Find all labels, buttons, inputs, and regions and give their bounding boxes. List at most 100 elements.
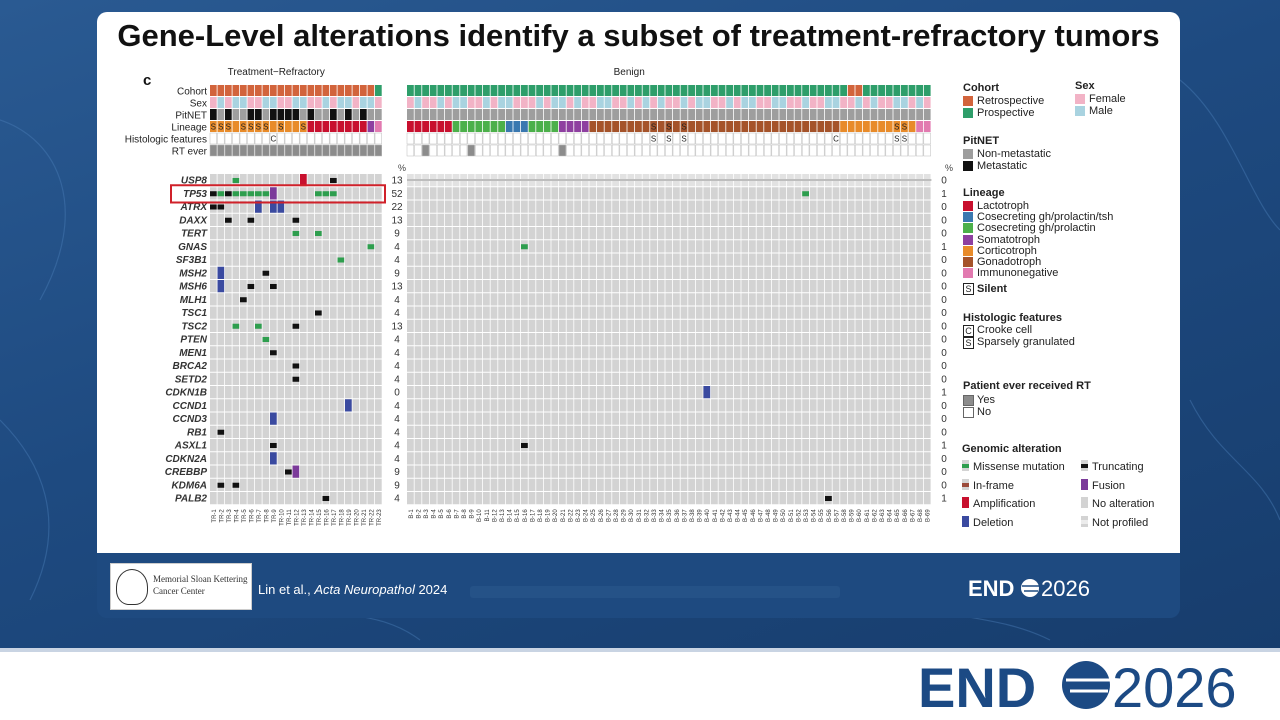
- legend-item: Truncating: [1092, 461, 1144, 473]
- no-alteration-cell: [908, 425, 916, 438]
- rt-cell: [437, 144, 445, 157]
- no-alteration-cell: [604, 412, 612, 425]
- no-alteration-cell: [733, 266, 741, 279]
- no-alteration-cell: [901, 293, 908, 306]
- missense-mark: [367, 244, 375, 250]
- no-alteration-cell: [673, 439, 680, 452]
- no-alteration-cell: [352, 399, 360, 412]
- no-alteration-cell: [855, 465, 863, 478]
- no-alteration-cell: [414, 187, 422, 200]
- no-alteration-cell: [809, 200, 817, 213]
- no-alteration-cell: [270, 492, 277, 505]
- pitnet-cell: [787, 109, 794, 120]
- no-alteration-cell: [521, 200, 528, 213]
- gene-label: RB1: [187, 427, 207, 438]
- no-alteration-cell: [437, 333, 445, 346]
- no-alteration-cell: [718, 359, 726, 372]
- sex-cell: [217, 97, 225, 108]
- no-alteration-cell: [292, 346, 300, 359]
- no-alteration-cell: [277, 319, 285, 332]
- no-alteration-cell: [787, 399, 794, 412]
- no-alteration-cell: [352, 346, 360, 359]
- no-alteration-cell: [635, 492, 642, 505]
- no-alteration-cell: [240, 399, 247, 412]
- rt-cell: [232, 144, 240, 157]
- no-alteration-cell: [467, 306, 475, 319]
- cohort-cell: [741, 85, 749, 96]
- no-alteration-cell: [559, 359, 566, 372]
- tr-sample-label: TR-17: [332, 509, 338, 526]
- no-alteration-cell: [232, 227, 240, 240]
- no-alteration-cell: [521, 478, 528, 491]
- no-alteration-cell: [292, 399, 300, 412]
- no-alteration-cell: [589, 280, 597, 293]
- no-alteration-cell: [657, 412, 665, 425]
- no-alteration-cell: [536, 346, 543, 359]
- histo-cell: [209, 132, 217, 145]
- no-alteration-cell: [322, 240, 330, 253]
- cohort-cell: [217, 85, 225, 96]
- no-alteration-cell: [407, 227, 414, 240]
- no-alteration-cell: [240, 227, 247, 240]
- no-alteration-cell: [505, 213, 513, 226]
- histo-cell: [535, 132, 544, 145]
- sex-cell: [665, 97, 673, 108]
- no-alteration-cell: [764, 359, 771, 372]
- no-alteration-cell: [292, 439, 300, 452]
- no-alteration-cell: [422, 200, 429, 213]
- trunc-mark: [270, 442, 277, 449]
- no-alteration-cell: [733, 319, 741, 332]
- no-alteration-cell: [779, 319, 787, 332]
- no-alteration-cell: [802, 333, 809, 346]
- pitnet-cell: [437, 109, 445, 120]
- no-alteration-cell: [285, 386, 292, 399]
- pitnet-cell: [521, 109, 528, 120]
- no-alteration-cell: [307, 386, 315, 399]
- no-alteration-cell: [414, 213, 422, 226]
- no-alteration-cell: [460, 306, 467, 319]
- no-alteration-cell: [809, 425, 817, 438]
- cohort-cell: [627, 85, 635, 96]
- cohort-cell: [809, 85, 817, 96]
- title-bar: Gene-Level alterations identify a subset…: [97, 12, 1180, 58]
- no-alteration-cell: [764, 386, 771, 399]
- no-alteration-cell: [300, 346, 307, 359]
- no-alteration-cell: [574, 200, 581, 213]
- no-alteration-cell: [407, 478, 414, 491]
- no-alteration-cell: [528, 280, 536, 293]
- no-alteration-cell: [460, 439, 467, 452]
- no-alteration-cell: [574, 253, 581, 266]
- no-alteration-cell: [551, 227, 559, 240]
- no-alteration-cell: [437, 227, 445, 240]
- no-alteration-cell: [285, 240, 292, 253]
- no-alteration-cell: [718, 452, 726, 465]
- sex-cell: [885, 97, 893, 108]
- rt-cell: [209, 144, 217, 157]
- no-alteration-cell: [322, 174, 330, 187]
- no-alteration-cell: [467, 213, 475, 226]
- no-alteration-cell: [680, 346, 688, 359]
- benign-sample-label: B-59: [850, 509, 856, 522]
- no-alteration-cell: [840, 240, 847, 253]
- benign-sample-label: B-38: [690, 509, 696, 522]
- no-alteration-cell: [787, 359, 794, 372]
- no-alteration-cell: [543, 372, 551, 385]
- no-alteration-cell: [619, 280, 627, 293]
- no-alteration-cell: [422, 187, 429, 200]
- no-alteration-cell: [513, 478, 521, 491]
- no-alteration-cell: [285, 399, 292, 412]
- no-alteration-cell: [847, 412, 855, 425]
- no-alteration-cell: [885, 439, 893, 452]
- no-alteration-cell: [832, 333, 840, 346]
- no-alteration-cell: [847, 227, 855, 240]
- no-alteration-cell: [794, 346, 802, 359]
- no-alteration-cell: [375, 386, 382, 399]
- no-alteration-cell: [330, 399, 337, 412]
- no-alteration-cell: [322, 359, 330, 372]
- sex-cell: [741, 97, 749, 108]
- no-alteration-cell: [422, 293, 429, 306]
- no-alteration-cell: [711, 319, 718, 332]
- lineage-cell: [901, 121, 908, 132]
- no-alteration-cell: [581, 280, 589, 293]
